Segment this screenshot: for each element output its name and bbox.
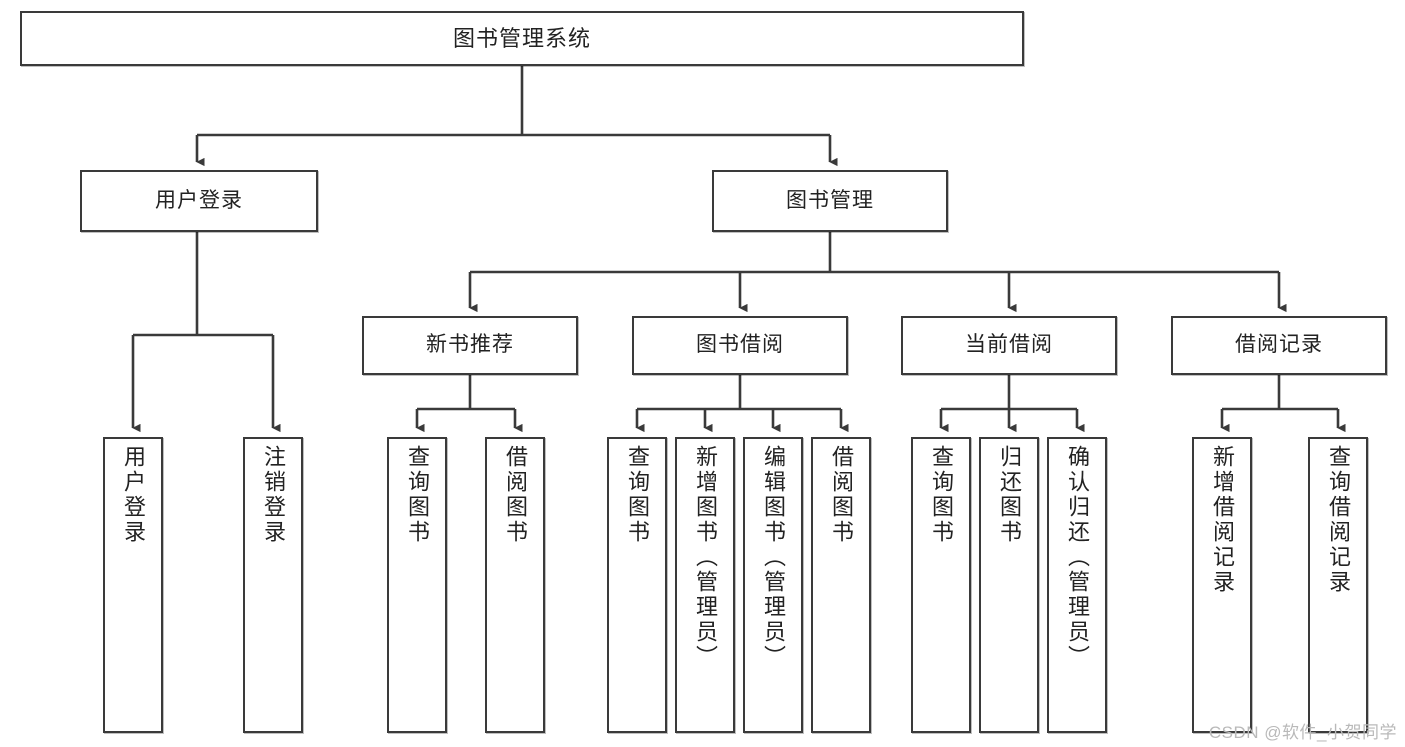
node-label: 确认归还（管理员） [1065, 445, 1090, 670]
leaf-book-borrow-query-book[interactable]: 查询图书 [607, 437, 667, 733]
node-label: 用户登录 [121, 445, 146, 545]
node-new-book-recommend[interactable]: 新书推荐 [362, 316, 578, 375]
node-label: 查询图书 [405, 445, 430, 545]
node-book-borrow[interactable]: 图书借阅 [632, 316, 848, 375]
node-label: 图书管理 [786, 188, 874, 212]
leaf-borrow-record-add-record[interactable]: 新增借阅记录 [1192, 437, 1252, 733]
leaf-current-borrow-confirm-return-admin[interactable]: 确认归还（管理员） [1047, 437, 1107, 733]
node-label: 查询借阅记录 [1326, 445, 1351, 595]
node-book-management[interactable]: 图书管理 [712, 170, 948, 232]
node-user-login[interactable]: 用户登录 [80, 170, 318, 232]
leaf-user-login-login[interactable]: 用户登录 [103, 437, 163, 733]
node-label: 查询图书 [929, 445, 954, 545]
node-label: 新增借阅记录 [1210, 445, 1235, 595]
node-label: 图书借阅 [696, 333, 784, 357]
node-current-borrow[interactable]: 当前借阅 [901, 316, 1117, 375]
leaf-borrow-record-query-record[interactable]: 查询借阅记录 [1308, 437, 1368, 733]
node-label: 编辑图书（管理员） [761, 445, 786, 670]
leaf-user-login-logout[interactable]: 注销登录 [243, 437, 303, 733]
leaf-current-borrow-return-book[interactable]: 归还图书 [979, 437, 1039, 733]
node-label: 归还图书 [997, 445, 1022, 545]
watermark-text: CSDN @软件_小贺同学 [1208, 723, 1397, 742]
node-label: 借阅图书 [503, 445, 528, 545]
node-label: 借阅图书 [829, 445, 854, 545]
leaf-current-borrow-query-book[interactable]: 查询图书 [911, 437, 971, 733]
leaf-book-borrow-add-book-admin[interactable]: 新增图书（管理员） [675, 437, 735, 733]
node-label: 新书推荐 [426, 333, 514, 357]
node-label: 用户登录 [155, 188, 243, 212]
node-label: 当前借阅 [965, 333, 1053, 357]
node-label: 借阅记录 [1235, 333, 1323, 357]
node-label: 图书管理系统 [452, 25, 591, 51]
leaf-book-borrow-borrow-book[interactable]: 借阅图书 [811, 437, 871, 733]
node-label: 注销登录 [261, 445, 286, 545]
leaf-new-book-query-book[interactable]: 查询图书 [387, 437, 447, 733]
leaf-new-book-borrow-book[interactable]: 借阅图书 [485, 437, 545, 733]
node-label: 查询图书 [625, 445, 650, 545]
leaf-book-borrow-edit-book-admin[interactable]: 编辑图书（管理员） [743, 437, 803, 733]
node-label: 新增图书（管理员） [693, 445, 718, 670]
node-borrow-record[interactable]: 借阅记录 [1171, 316, 1387, 375]
node-root-book-management-system[interactable]: 图书管理系统 [20, 11, 1024, 66]
